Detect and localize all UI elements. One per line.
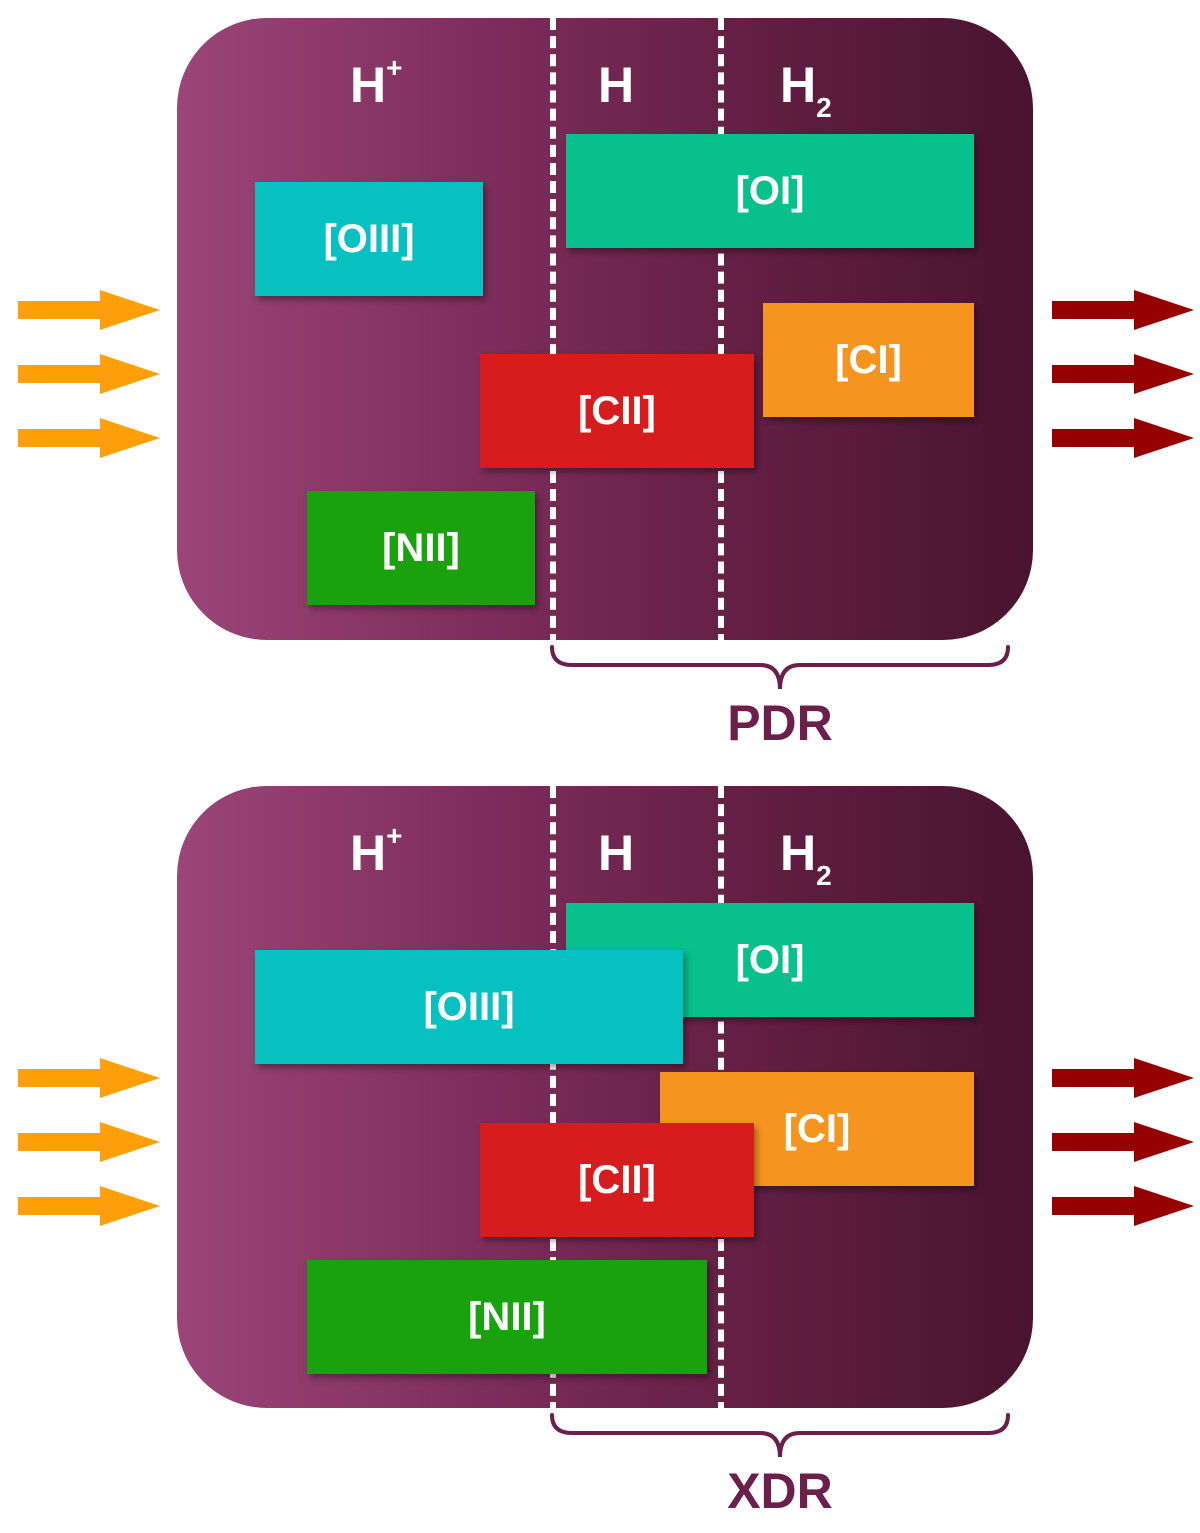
ionization-front-dashed-line (550, 786, 556, 1414)
zone-label-atomic: H (598, 57, 635, 113)
line-cii-box: [CII] (480, 1123, 754, 1237)
pdr-label: PDR (727, 695, 833, 751)
zone-label-molecular: H2 (780, 57, 832, 123)
line-oiii-box: [OIII] (255, 950, 683, 1064)
outgoing-radiation-arrows (1052, 1058, 1194, 1226)
line-oi-box: [OI] (566, 134, 974, 248)
line-oiii-box: [OIII] (255, 182, 483, 296)
line-nii-box: [NII] (307, 1260, 707, 1374)
pdr-panel: H+ H H2 [OI] [OIII] [CI] [CII] [NII] PDR (0, 0, 1200, 765)
outgoing-radiation-arrows (1052, 290, 1194, 458)
xdr-brace (550, 1413, 1010, 1458)
zone-label-molecular: H2 (780, 825, 832, 891)
dissociation-front-dashed-line (718, 18, 724, 646)
pdr-brace (550, 645, 1010, 690)
zone-label-atomic: H (598, 825, 635, 881)
xdr-panel: H+ H H2 [OI] [OIII] [CI] [CII] [NII] XDR (0, 768, 1200, 1533)
line-ci-box: [CI] (763, 303, 974, 417)
zone-label-ionized: H+ (350, 820, 403, 881)
incoming-radiation-arrows (18, 1058, 160, 1226)
line-oi-box: [OI] (566, 903, 974, 1017)
line-cii-box: [CII] (480, 354, 754, 468)
incoming-radiation-arrows (18, 290, 160, 458)
xdr-label: XDR (727, 1463, 833, 1519)
ionization-front-dashed-line (550, 18, 556, 646)
zone-label-ionized: H+ (350, 52, 403, 113)
line-nii-box: [NII] (307, 491, 535, 605)
